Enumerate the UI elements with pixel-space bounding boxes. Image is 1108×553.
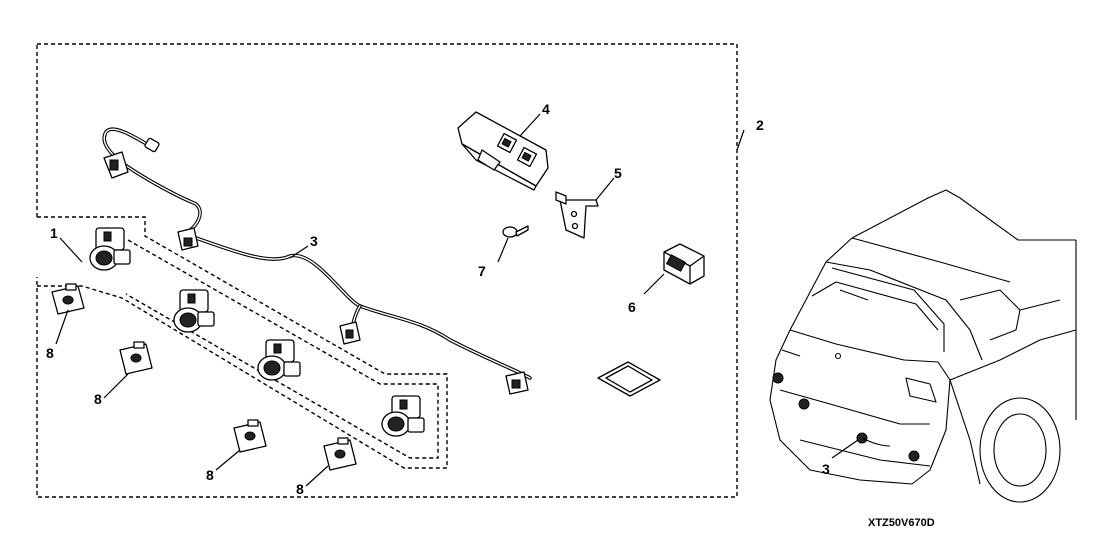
parking-sensor-3 [257, 339, 301, 381]
control-unit [457, 111, 549, 191]
screw [502, 225, 529, 238]
callout-3-vehicle: 3 [822, 461, 830, 477]
callout-3-harness: 3 [310, 233, 318, 249]
vehicle-rear-illustration [769, 189, 1077, 503]
callout-6: 6 [628, 299, 636, 315]
mounting-bracket [555, 191, 599, 239]
leader-lines [55, 113, 859, 487]
sensor-retainer-2 [119, 341, 153, 375]
sensor-retainer-4 [323, 437, 357, 471]
callout-4: 4 [542, 101, 550, 117]
callout-5: 5 [614, 165, 622, 181]
callout-8-b: 8 [94, 391, 102, 407]
sensor-group-boundary-dashed [37, 216, 448, 469]
callout-labels: 1 2 3 4 5 7 6 8 8 8 8 3 XTZ50V670D [46, 101, 935, 529]
harness-connector-top [144, 137, 160, 153]
figure-code: XTZ50V670D [868, 517, 935, 529]
harness-connector-left [103, 151, 129, 179]
harness-connector-branch [177, 227, 199, 251]
callout-7: 7 [478, 263, 486, 279]
sensor-retainer-3 [233, 419, 267, 453]
parking-sensor-1 [89, 227, 131, 271]
wire-harness [102, 127, 532, 380]
parking-sensor-2 [173, 289, 215, 333]
buzzer-module [663, 243, 705, 285]
callout-8-a: 8 [46, 345, 54, 361]
callout-8-c: 8 [206, 467, 214, 483]
callout-1: 1 [50, 225, 58, 241]
harness-connector-mid [339, 321, 361, 345]
sensor-retainer-1 [51, 283, 85, 315]
callout-2: 2 [756, 117, 764, 133]
parking-sensor-4 [381, 395, 425, 437]
harness-connector-end [505, 371, 529, 395]
kit-boundary-dashed [36, 43, 738, 498]
adhesive-pad [597, 361, 661, 397]
callout-8-d: 8 [296, 481, 304, 497]
